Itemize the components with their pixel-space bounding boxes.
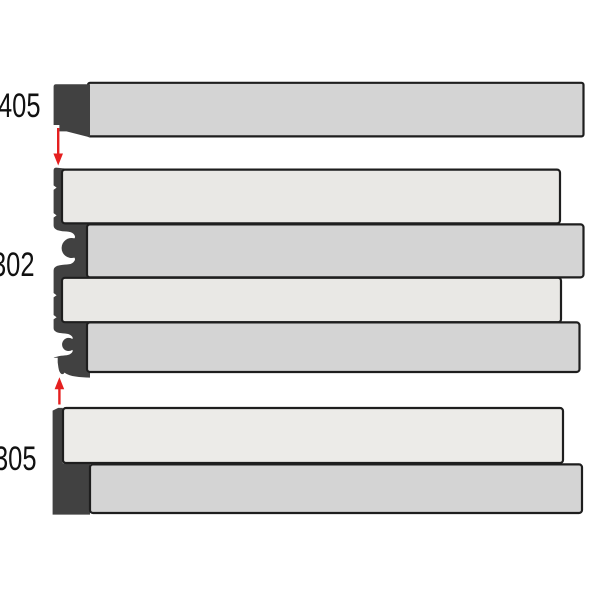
plank-302-board-3 bbox=[60, 276, 563, 324]
arrow-up bbox=[54, 377, 65, 405]
profile-302-groove-1 bbox=[53, 185, 57, 191]
profile-305-group bbox=[52, 406, 584, 515]
profile-405-endcap bbox=[53, 84, 90, 138]
label-305: 305 bbox=[0, 440, 37, 478]
plank-302-board-2 bbox=[85, 223, 585, 279]
plank-302-board-1 bbox=[60, 168, 562, 225]
arrow-down bbox=[53, 128, 63, 166]
profile-302-groove-4 bbox=[53, 314, 57, 320]
profile-405-group bbox=[53, 81, 585, 138]
label-405: 405 bbox=[0, 87, 41, 125]
profile-302-groove-3 bbox=[53, 292, 57, 298]
arrow-down-head bbox=[53, 153, 63, 166]
profile-302-group bbox=[53, 167, 585, 378]
label-302: 302 bbox=[0, 246, 35, 284]
plank-405 bbox=[86, 81, 585, 138]
plank-305-board-1 bbox=[61, 406, 565, 465]
arrow-up-head bbox=[54, 377, 65, 390]
profile-302-groove-2 bbox=[53, 212, 57, 218]
plank-302-board-4 bbox=[85, 321, 581, 374]
plank-305-board-2 bbox=[88, 463, 584, 515]
